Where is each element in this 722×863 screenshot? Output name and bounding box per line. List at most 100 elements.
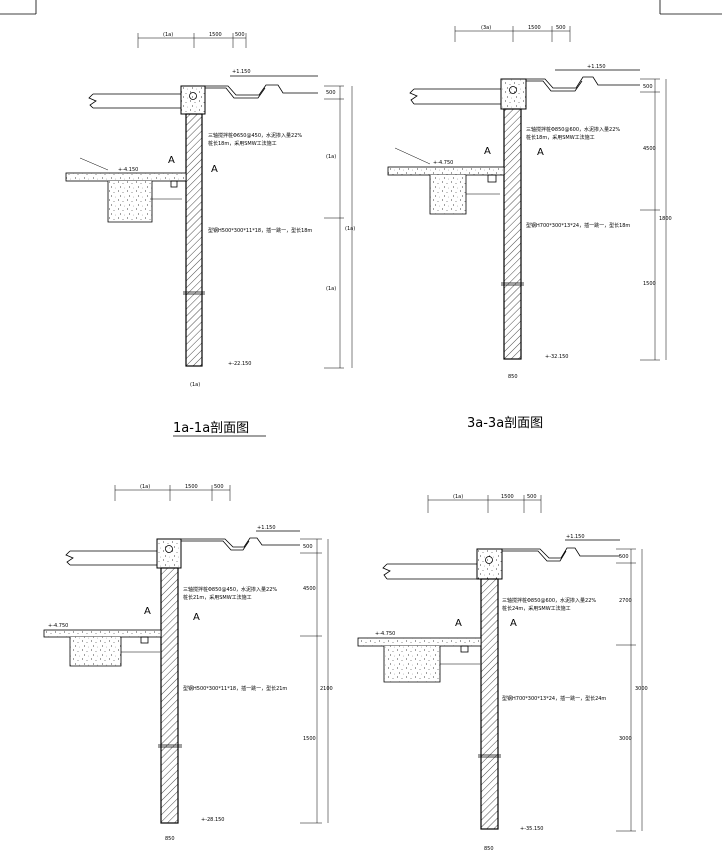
section-mark-right: A [537, 147, 544, 158]
right-dimension: 500 4500 2100 1500 [300, 538, 333, 824]
right-dimension: 500 (1a) (1a) (1a) [324, 85, 355, 369]
labels: A A +1.150 +-4.750 +-35.150 三轴搅拌桩Φ850@60… [375, 534, 606, 852]
strut [88, 93, 181, 109]
right-dim-4: 1500 [303, 736, 316, 742]
section-title: 1a-1a剖面图 [173, 421, 249, 436]
top-dim-3: 500 [214, 484, 224, 490]
smw-wall [158, 567, 182, 824]
elev-floor: +-4.750 [48, 623, 68, 629]
top-dim-2: 1500 [185, 484, 198, 490]
elev-floor: +-4.150 [118, 167, 138, 173]
right-dim-4: (1a) [345, 226, 355, 232]
crop-marks [0, 0, 722, 15]
right-dim-1: 500 [619, 554, 629, 560]
top-dimension: (1a) 1500 500 [114, 484, 231, 501]
section-mark-right: A [211, 164, 218, 175]
section-mark-left: A [484, 146, 491, 157]
steel-note: 型钢H500*300*11*18，插一跳一，型长21m [183, 685, 287, 692]
elev-bottom: +-22.150 [228, 361, 252, 367]
pile-note-1: 三轴搅拌桩Φ850@450，水泥掺入量22% [183, 586, 277, 593]
base-width: (1a) [190, 382, 200, 388]
pile-note-2: 桩长18m，采用SMW工法施工 [208, 140, 277, 147]
base-width: 850 [484, 846, 494, 852]
top-dim-1: (1a) [140, 484, 150, 490]
elev-bottom: +-35.150 [520, 826, 544, 832]
section-bottom-right: (1a) 1500 500 A A [357, 494, 648, 852]
top-dimension: (3a) 1500 500 [454, 25, 571, 42]
capping-beam [476, 539, 620, 580]
right-dim-3: 1800 [659, 216, 672, 222]
elev-top: +1.150 [587, 64, 606, 70]
right-dim-1: 500 [643, 84, 653, 90]
floor-slab [357, 637, 482, 683]
right-dim-4: 3000 [619, 736, 632, 742]
smw-wall [501, 108, 524, 360]
floor-slab [65, 157, 187, 223]
elev-top: +1.150 [257, 525, 276, 531]
right-dim-2: (1a) [326, 154, 336, 160]
elev-top: +1.150 [232, 69, 251, 75]
labels: A A +1.150 +-4.750 +-32.150 三轴搅拌桩Φ850@60… [433, 64, 630, 380]
labels: A A +1.150 +-4.750 +-28.150 三轴搅拌桩Φ850@45… [48, 525, 287, 842]
strut [65, 550, 157, 566]
strut [382, 563, 477, 580]
section-bottom-left: (1a) 1500 500 A A [43, 484, 333, 842]
pile-note-1: 三轴搅拌桩Φ850@600，水泥掺入量22% [526, 126, 620, 133]
floor-slab [387, 147, 505, 215]
elev-bottom: +-28.150 [201, 817, 225, 823]
top-dim-1: (1a) [453, 494, 463, 500]
section-mark-left: A [455, 618, 462, 629]
right-dim-1: 500 [326, 90, 336, 96]
smw-wall [478, 578, 501, 830]
right-dim-3: (1a) [326, 286, 336, 292]
top-dim-2: 1500 [209, 32, 222, 38]
top-dim-2: 1500 [528, 25, 541, 31]
right-dimension: 500 2700 3000 3000 [616, 548, 648, 832]
right-dim-2: 4500 [643, 146, 656, 152]
right-dim-1: 500 [303, 544, 313, 550]
smw-wall [183, 113, 205, 367]
elev-floor: +-4.750 [375, 631, 395, 637]
top-dimension: (1a) 1500 500 [137, 32, 247, 48]
pile-note-2: 桩长18m，采用SMW工法施工 [526, 134, 595, 141]
labels: A A +1.150 +-4.150 +-22.150 三轴搅拌桩Φ650@45… [118, 69, 312, 388]
base-width: 850 [508, 374, 518, 380]
pile-note-1: 三轴搅拌桩Φ650@450，水泥掺入量22% [208, 132, 302, 139]
capping-beam [500, 69, 640, 110]
pile-note-1: 三轴搅拌桩Φ850@600，水泥掺入量22% [502, 597, 596, 604]
base-width: 850 [165, 836, 175, 842]
pile-note-2: 桩长24m，采用SMW工法施工 [502, 605, 571, 612]
section-mark-left: A [168, 155, 175, 166]
elev-top: +1.150 [566, 534, 585, 540]
steel-note: 型钢H700*300*13*24，插一跳一，型长24m [502, 695, 606, 702]
capping-beam [156, 530, 300, 569]
section-3a: (3a) 1500 500 A [387, 25, 672, 431]
right-dimension: 500 4500 1800 1500 [640, 78, 672, 361]
steel-note: 型钢H500*300*11*18，插一跳一，型长18m [208, 227, 312, 234]
strut [409, 88, 501, 105]
right-dim-3: 2100 [320, 686, 333, 692]
top-dim-3: 500 [527, 494, 537, 500]
top-dimension: (1a) 1500 500 [427, 494, 542, 513]
right-dim-2: 2700 [619, 598, 632, 604]
right-dim-4: 1500 [643, 281, 656, 287]
top-dim-3: 500 [556, 25, 566, 31]
section-title: 3a-3a剖面图 [467, 416, 543, 431]
top-dim-3: 500 [235, 32, 245, 38]
floor-slab [43, 629, 162, 667]
right-dim-2: 4500 [303, 586, 316, 592]
pile-note-2: 桩长21m，采用SMW工法施工 [183, 594, 252, 601]
elev-floor: +-4.750 [433, 160, 453, 166]
top-dim-2: 1500 [501, 494, 514, 500]
right-dim-3: 3000 [635, 686, 648, 692]
steel-note: 型钢H700*300*13*24，插一跳一，型长18m [526, 222, 630, 229]
top-dim-1: (3a) [481, 25, 491, 31]
section-1a: (1a) 1500 500 [65, 32, 355, 437]
elev-bottom: +-32.150 [545, 354, 569, 360]
section-mark-right: A [510, 618, 517, 629]
capping-beam [180, 75, 318, 115]
section-mark-left: A [144, 606, 151, 617]
section-mark-right: A [193, 612, 200, 623]
top-dim-1: (1a) [163, 32, 173, 38]
